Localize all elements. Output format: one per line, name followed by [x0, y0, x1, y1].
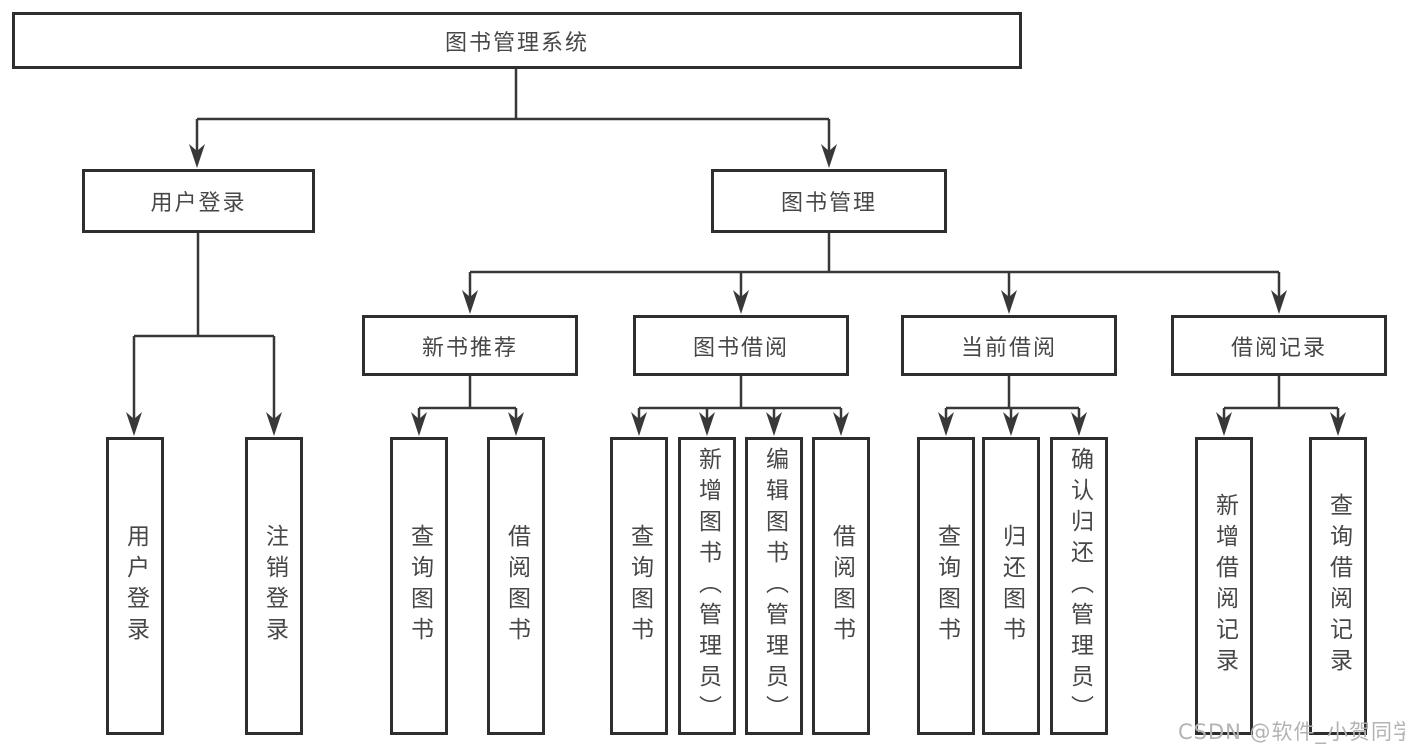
node-label: 图书借阅	[692, 335, 789, 361]
leaf-add-books-admin: 新增图书（管理员）	[678, 437, 736, 735]
leaf-borrow-books: 借阅图书	[487, 437, 545, 735]
node-label: 查询图书	[933, 524, 960, 648]
node-label: 查询图书	[626, 524, 653, 648]
node-label: 确认归还（管理员）	[1066, 446, 1093, 726]
leaf-edit-books-admin: 编辑图书（管理员）	[745, 437, 803, 735]
leaf-logout: 注销登录	[245, 437, 303, 735]
node-label: 图书管理	[780, 191, 877, 216]
arrowheads	[126, 144, 1346, 436]
node-book-borrow: 图书借阅	[633, 315, 849, 376]
node-label: 借阅图书	[503, 524, 530, 648]
node-label: 借阅图书	[828, 524, 855, 648]
leaf-query-books: 查询图书	[390, 437, 448, 735]
node-label: 编辑图书（管理员）	[761, 446, 788, 726]
node-borrow-records: 借阅记录	[1171, 315, 1387, 376]
node-label: 新增借阅记录	[1211, 493, 1238, 679]
leaf-query-books: 查询图书	[917, 437, 975, 735]
leaf-query-borrow-record: 查询借阅记录	[1309, 437, 1367, 735]
node-library-management-system: 图书管理系统	[12, 12, 1022, 69]
leaf-return-books: 归还图书	[982, 437, 1040, 735]
node-label: 当前借阅	[960, 335, 1057, 361]
node-label: 图书管理系统	[444, 30, 589, 56]
node-label: 注销登录	[261, 524, 288, 648]
node-label: 新书推荐	[421, 335, 518, 361]
csdn-watermark: CSDN @软件_小贺同学	[1178, 720, 1405, 744]
node-new-book-recommend: 新书推荐	[362, 315, 578, 376]
node-label: 新增图书（管理员）	[694, 446, 721, 726]
leaf-user-login: 用户登录	[106, 437, 164, 735]
node-label: 借阅记录	[1230, 335, 1327, 361]
node-current-borrow: 当前借阅	[901, 315, 1117, 376]
connector-strokes	[132, 68, 1340, 419]
node-label: 用户登录	[150, 191, 247, 216]
leaf-borrow-books: 借阅图书	[812, 437, 870, 735]
leaf-add-borrow-record: 新增借阅记录	[1195, 437, 1253, 735]
leaf-query-books: 查询图书	[610, 437, 668, 735]
leaf-confirm-return-admin: 确认归还（管理员）	[1050, 437, 1108, 735]
node-label: 用户登录	[122, 524, 149, 648]
node-user-login: 用户登录	[82, 169, 315, 233]
node-label: 查询图书	[406, 524, 433, 648]
node-label: 查询借阅记录	[1325, 493, 1352, 679]
node-book-management: 图书管理	[711, 169, 947, 233]
node-label: 归还图书	[998, 524, 1025, 648]
